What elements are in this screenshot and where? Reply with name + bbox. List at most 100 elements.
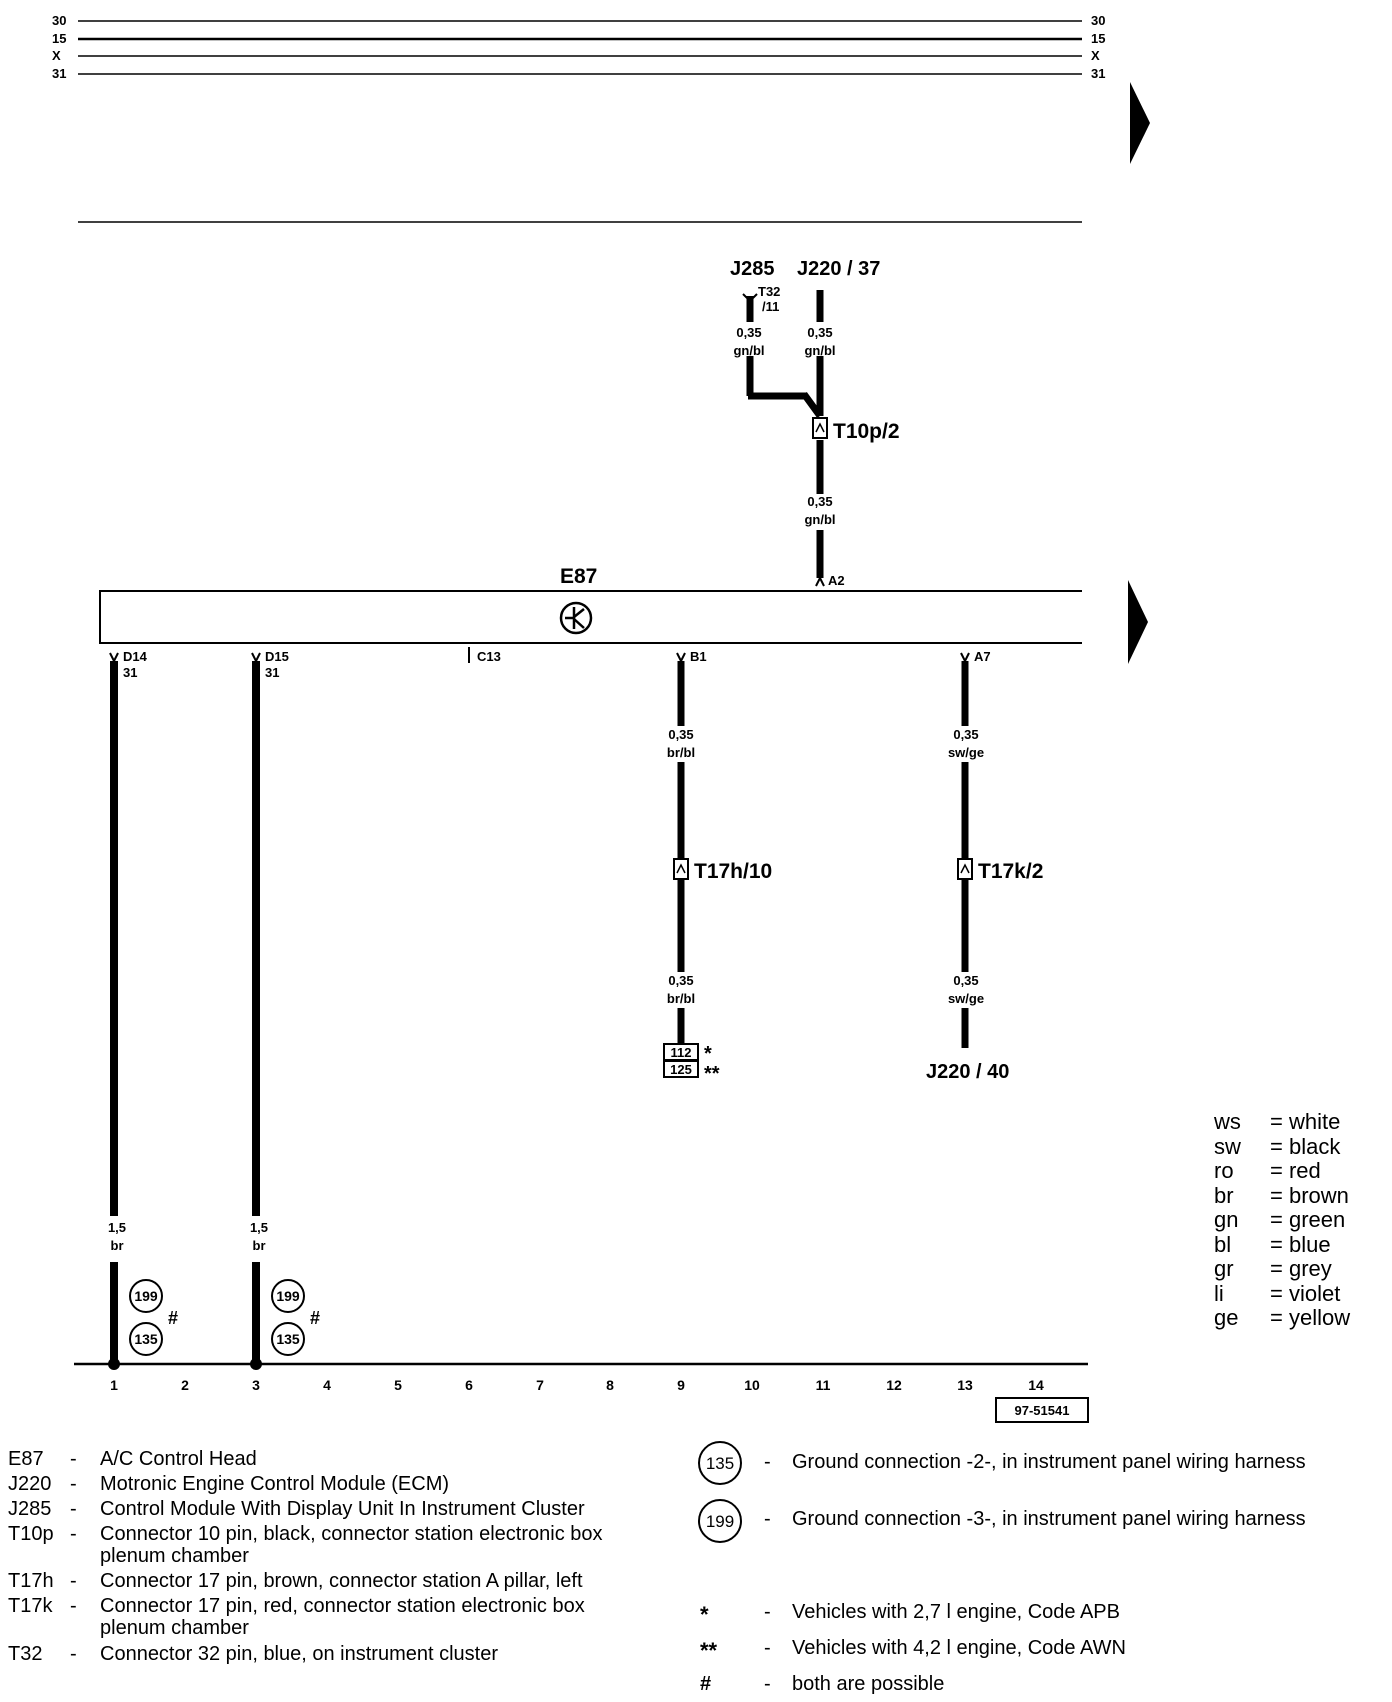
- legend-dash: -: [764, 1451, 771, 1473]
- legend-code: T32: [8, 1643, 43, 1665]
- color-name: green: [1288, 1207, 1346, 1232]
- color-code-row: gn= green: [1214, 1207, 1346, 1233]
- t32-label: T32: [758, 284, 780, 299]
- wire-size-j285: 0,35: [736, 325, 761, 340]
- color-equals: =: [1270, 1305, 1289, 1330]
- column-number: 6: [465, 1377, 473, 1393]
- column-number: 11: [816, 1377, 831, 1393]
- color-code-row: ro= red: [1214, 1158, 1321, 1184]
- e87-control-head-box: [99, 590, 1082, 644]
- legend-ground-199-icon: [698, 1499, 742, 1543]
- wire-color-a7-top: sw/ge: [948, 745, 984, 760]
- ground-symbols-col1: 199 135 #: [129, 1279, 178, 1356]
- legend-desc: Connector 17 pin, red, connector station…: [100, 1595, 585, 1617]
- legend-code: T17h: [8, 1570, 54, 1592]
- legend-dash: -: [764, 1601, 771, 1623]
- e87-symbol-stroke: [573, 618, 585, 629]
- wire-color-j285: gn/bl: [733, 343, 764, 358]
- ref-star-double: **: [704, 1063, 720, 1085]
- a2-pin-icon: [815, 575, 825, 587]
- color-code: li: [1214, 1280, 1224, 1306]
- d14-pin-label: D14: [123, 649, 148, 664]
- ground-135-icon: [129, 1322, 163, 1356]
- legend-dash: -: [70, 1473, 77, 1495]
- color-equals: =: [1270, 1231, 1289, 1257]
- column-numbers: 1 2 3 4 5 6 7 8 9 10 11 12 13 14: [110, 1377, 1044, 1393]
- legend-ground-199-label: 199: [706, 1512, 734, 1531]
- continuation-arrow-middle: [1128, 580, 1148, 664]
- legend-code: J285: [8, 1498, 52, 1520]
- ground-hash-mark: #: [168, 1308, 178, 1328]
- ground-199-icon: [271, 1279, 305, 1313]
- d14-terminal-label: 31: [123, 665, 137, 680]
- c13-pin-label: C13: [477, 649, 501, 664]
- legend-desc-continued: plenum chamber: [100, 1617, 249, 1639]
- legend-dash: -: [70, 1643, 77, 1665]
- legend-desc: Connector 32 pin, blue, on instrument cl…: [100, 1643, 498, 1665]
- t17h-connector-mark: [676, 863, 686, 874]
- color-equals: =: [1270, 1182, 1289, 1208]
- legend-code: T17k: [8, 1595, 53, 1617]
- color-name: yellow: [1288, 1305, 1351, 1330]
- t17k-connector-mark: [960, 863, 970, 874]
- legend-dash: -: [70, 1570, 77, 1592]
- bus-label-x-left: X: [52, 48, 61, 63]
- legend-desc: both are possible: [792, 1673, 945, 1695]
- ground-199-label: 199: [276, 1288, 300, 1304]
- color-code: bl: [1214, 1231, 1232, 1257]
- color-code: ge: [1214, 1305, 1239, 1330]
- wire-color-col1: br: [111, 1238, 124, 1253]
- j220-bottom-label: J220 / 40: [926, 1061, 1009, 1083]
- wire-color-j220: gn/bl: [804, 343, 835, 358]
- column-number: 3: [252, 1377, 260, 1393]
- color-name: red: [1288, 1158, 1321, 1183]
- legend-dash: -: [70, 1448, 77, 1470]
- ref-125-box: [663, 1060, 699, 1078]
- ground-199-icon: [129, 1279, 163, 1313]
- ground-hash-mark: #: [310, 1308, 320, 1328]
- bus-label-31-right: 31: [1091, 66, 1105, 81]
- color-equals: =: [1270, 1256, 1289, 1281]
- column-number: 9: [677, 1377, 685, 1393]
- power-bus: 30 15 X 31 30 15 X 31: [52, 13, 1105, 81]
- b1-pin-icon: [676, 652, 686, 664]
- bus-label-15-left: 15: [52, 31, 66, 46]
- color-code-row: li= violet: [1214, 1280, 1340, 1307]
- color-code-row: gr= grey: [1214, 1256, 1332, 1282]
- wire-size-b1-bottom: 0,35: [668, 973, 693, 988]
- bus-label-30-right: 30: [1091, 13, 1105, 28]
- bus-label-31-left: 31: [52, 66, 66, 81]
- wire-size-j220: 0,35: [807, 325, 832, 340]
- e87-pins: D14 31 D15 31 C13 B1 A7: [109, 647, 991, 680]
- d14-pin-icon: [109, 652, 119, 664]
- color-name: grey: [1288, 1256, 1332, 1281]
- d15-terminal-label: 31: [265, 665, 279, 680]
- legend-symbol: #: [700, 1673, 712, 1695]
- color-code-row: ws= white: [1214, 1109, 1340, 1135]
- color-code: sw: [1214, 1133, 1241, 1159]
- color-code: br: [1214, 1182, 1234, 1208]
- legend-desc: Connector 10 pin, black, connector stati…: [100, 1523, 603, 1545]
- component-legend: E87 - A/C Control Head J220 - Motronic E…: [8, 1448, 688, 1688]
- d15-pin-label: D15: [265, 649, 289, 664]
- bus-label-30-left: 30: [52, 13, 66, 28]
- j285-label: J285: [730, 258, 775, 280]
- color-equals: =: [1270, 1133, 1289, 1159]
- color-code-row: br = brown: [1214, 1182, 1349, 1209]
- wire-color-col3: br: [253, 1238, 266, 1253]
- wire-color-a2: gn/bl: [804, 512, 835, 527]
- a7-pin-label: A7: [974, 649, 991, 664]
- bus-label-15-right: 15: [1091, 31, 1105, 46]
- color-name: brown: [1288, 1182, 1349, 1208]
- legend-desc-continued: plenum chamber: [100, 1545, 249, 1567]
- a2-pin-label: A2: [828, 573, 845, 588]
- wire-color-b1-top: br/bl: [667, 745, 695, 760]
- legend-desc: Vehicles with 4,2 l engine, Code AWN: [792, 1637, 1126, 1659]
- wire-size-a7-bottom: 0,35: [953, 973, 978, 988]
- legend-dash: -: [764, 1673, 771, 1695]
- legend-desc: Vehicles with 2,7 l engine, Code APB: [792, 1601, 1120, 1623]
- color-code-row: sw= black: [1214, 1133, 1340, 1160]
- legend-desc: Ground connection -2-, in instrument pan…: [792, 1451, 1306, 1473]
- ground-199-label: 199: [134, 1288, 158, 1304]
